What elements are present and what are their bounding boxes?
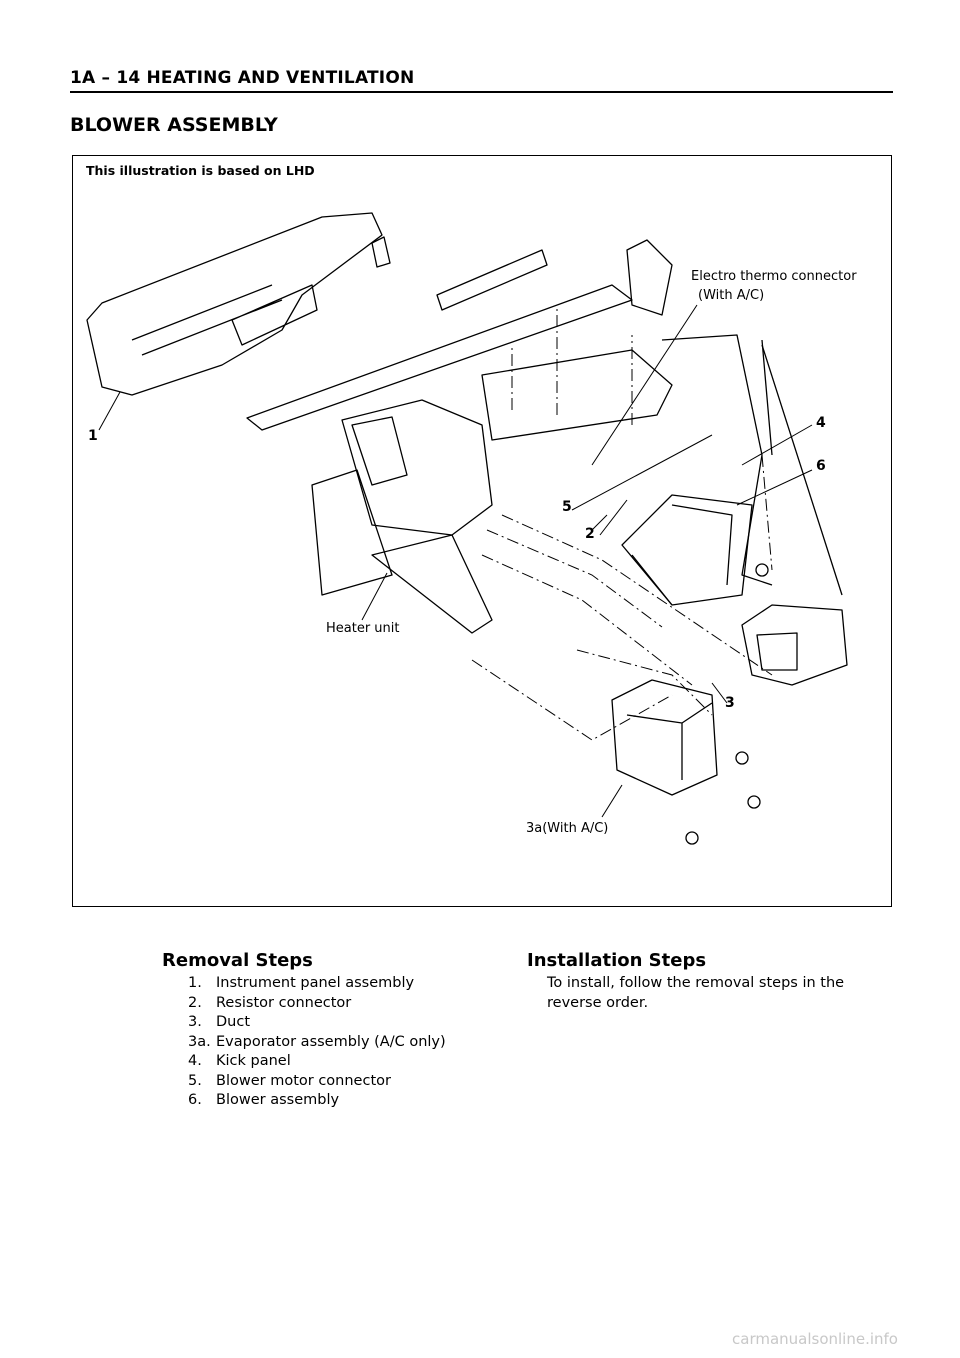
removal-step: 2.Resistor connector: [188, 994, 352, 1011]
cross-beam-drawing: [246, 284, 633, 431]
removal-step: 1.Instrument panel assembly: [188, 975, 415, 991]
callout-1: 1: [88, 428, 98, 444]
blower-drawing: [621, 494, 753, 606]
callout-6: 6: [816, 458, 826, 474]
watermark: carmanualsonline.info: [732, 1330, 898, 1348]
callout-3: 3: [725, 695, 735, 711]
installation-steps-section: Installation Steps To install, follow th…: [527, 950, 887, 1013]
callout-5: 5: [562, 499, 572, 515]
callout-2: 2: [585, 526, 595, 542]
removal-step: 4.Kick panel: [188, 1053, 291, 1069]
removal-step: 3.Duct: [188, 1014, 251, 1030]
removal-step: 6.Blower assembly: [188, 1092, 340, 1108]
instrument-panel-drawing: [86, 212, 383, 396]
removal-step: 3a.Evaporator assembly (A/C only): [188, 1033, 446, 1050]
duct-drawing: [741, 604, 848, 686]
illustration-frame: [72, 155, 892, 907]
callout-electro-thermo-line1: Electro thermo connector: [691, 269, 857, 284]
callout-heater-unit: Heater unit: [326, 621, 400, 636]
installation-text-line2: reverse order.: [547, 994, 649, 1011]
kick-panel-drawing: [661, 334, 773, 586]
installation-text-line1: To install, follow the removal steps in …: [547, 975, 845, 991]
installation-steps-title: Installation Steps: [527, 950, 707, 971]
removal-steps-title: Removal Steps: [162, 950, 313, 971]
section-title: BLOWER ASSEMBLY: [70, 114, 278, 136]
header-rule: [70, 91, 893, 93]
callout-3a: 3a(With A/C): [526, 821, 609, 836]
page-header: 1A – 14 HEATING AND VENTILATION: [70, 68, 415, 88]
blower-assembly-illustration: [86, 212, 848, 845]
heater-unit-drawing: [341, 399, 493, 536]
callout-electro-thermo-line2: (With A/C): [698, 288, 765, 303]
evaporator-drawing: [611, 679, 718, 796]
removal-step: 5.Blower motor connector: [188, 1072, 391, 1089]
callout-4: 4: [816, 415, 826, 431]
illustration-note: This illustration is based on LHD: [86, 163, 315, 178]
removal-steps-section: Removal Steps 1.Instrument panel assembl…: [162, 950, 492, 1111]
